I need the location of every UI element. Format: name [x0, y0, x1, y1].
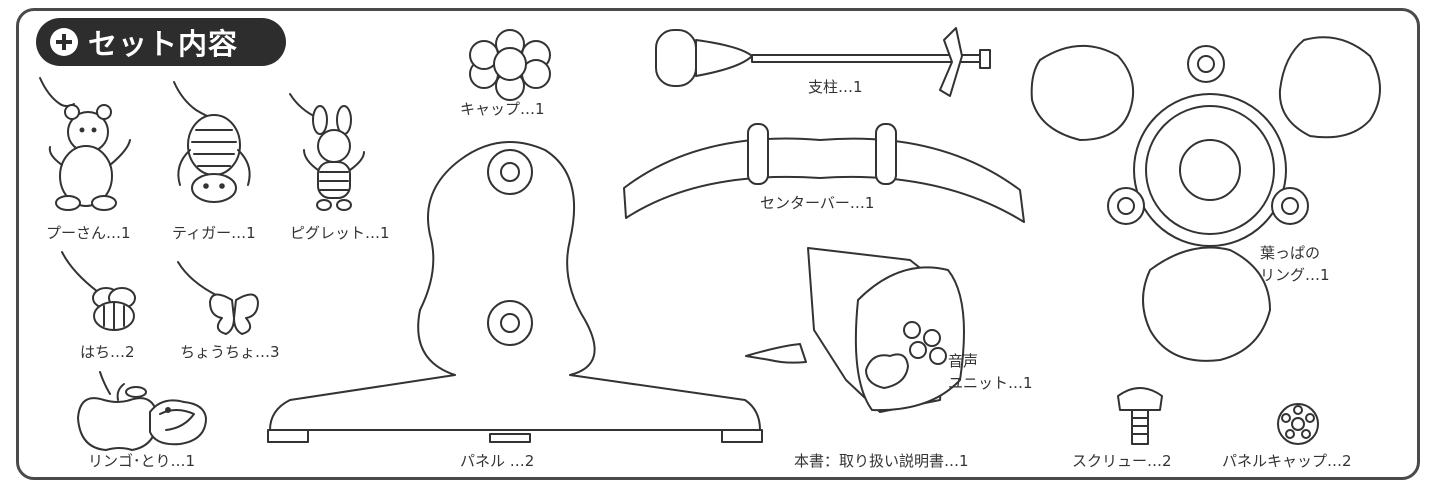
panel-illustration [268, 142, 762, 442]
pole-illustration [656, 28, 990, 96]
plus-icon [50, 28, 78, 56]
bee-illustration [62, 252, 135, 330]
label-piglet: ピグレット…1 [290, 224, 390, 242]
page-title: セット内容 [88, 27, 239, 61]
label-sound-unit-line1: 音声 [948, 352, 979, 370]
label-leaf-ring-line1: 葉っぱの [1260, 244, 1321, 262]
panel-cap-illustration [1278, 404, 1318, 444]
apple-bird-illustration [78, 372, 206, 450]
cap-illustration [470, 30, 550, 100]
label-cap: キャップ…1 [460, 100, 545, 118]
label-screw: スクリュー…2 [1072, 452, 1172, 470]
tigger-illustration [174, 82, 250, 202]
screw-illustration [1118, 388, 1162, 444]
parts-frame [16, 8, 1420, 480]
label-bee: はち…2 [80, 343, 135, 361]
label-sound-unit-line2: ユニット…1 [948, 374, 1033, 392]
label-leaf-ring-line2: リング…1 [1260, 266, 1330, 284]
label-butterfly: ちょうちょ…3 [180, 343, 280, 361]
title-badge: セット内容 [36, 18, 286, 66]
label-manual: 本書：取り扱い説明書…1 [794, 452, 969, 470]
label-panel: パネル …2 [460, 452, 535, 470]
label-tigger: ティガー…1 [172, 224, 256, 242]
centerbar-illustration [624, 124, 1024, 222]
label-centerbar: センターバー…1 [760, 194, 875, 212]
piglet-illustration [290, 94, 364, 210]
label-apple-bird: リンゴ･とり…1 [88, 452, 196, 470]
leaf-ring-illustration [1032, 37, 1380, 361]
sound-unit-illustration [746, 248, 964, 412]
pooh-illustration [40, 78, 130, 210]
butterfly-illustration [178, 262, 258, 334]
label-pooh: プーさん…1 [46, 224, 131, 242]
label-panel-cap: パネルキャップ…2 [1222, 452, 1352, 470]
label-pole: 支柱…1 [808, 78, 863, 96]
